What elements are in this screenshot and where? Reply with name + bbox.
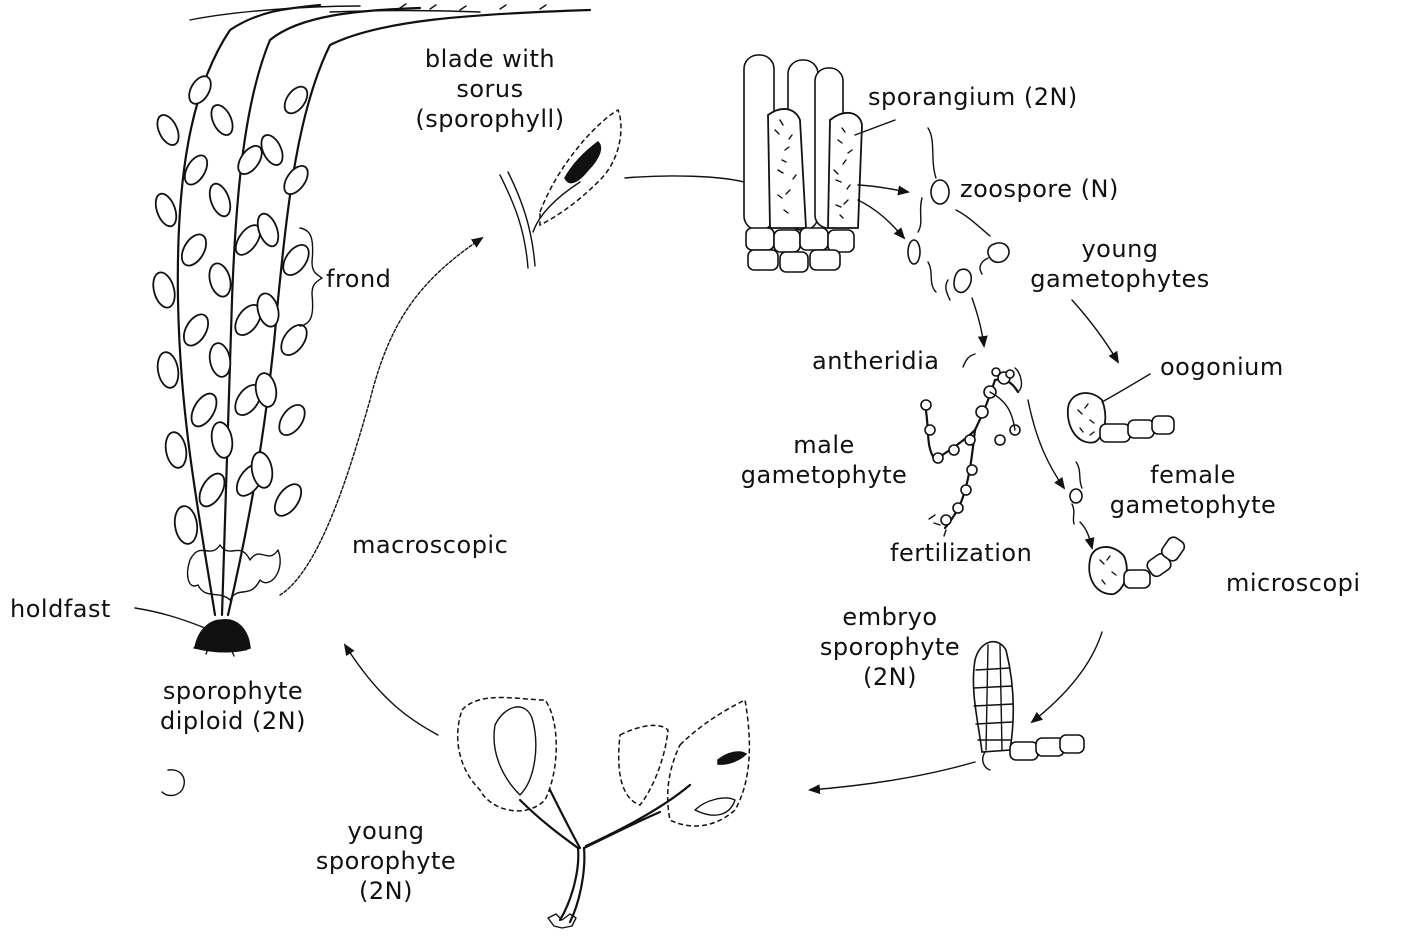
antheridia-label: antheridia <box>812 346 939 376</box>
frond-label: frond <box>326 264 391 294</box>
sporophyte-diploid-line-1: sporophyte <box>138 676 328 706</box>
holdfast-label: holdfast <box>10 594 111 624</box>
sporangium-label: sporangium (2N) <box>868 82 1078 112</box>
young-sporophyte-line-2: sporophyte <box>296 846 476 876</box>
sporophyte-diploid-label: sporophyte diploid (2N) <box>138 676 328 736</box>
young-gametophytes-label: young gametophytes <box>1010 234 1230 294</box>
blade-with-sorus-line-2: sorus <box>400 74 580 104</box>
young-sporophyte-illustration <box>458 698 750 929</box>
young-sporophyte-line-1: young <box>296 816 476 846</box>
embryo-sporophyte-label: embryo sporophyte (2N) <box>800 602 980 692</box>
oogonium-label: oogonium <box>1160 352 1284 382</box>
blade-with-sorus-line-3: (sporophyll) <box>400 104 580 134</box>
embryo-sporophyte-line-3: (2N) <box>800 662 980 692</box>
embryo-sporophyte-line-2: sporophyte <box>800 632 980 662</box>
female-gametophyte-label: female gametophyte <box>1090 460 1296 520</box>
male-gametophyte-label: male gametophyte <box>716 430 932 490</box>
sporophyte-diploid-line-2: diploid (2N) <box>138 706 328 736</box>
zoospore-label: zoospore (N) <box>960 174 1119 204</box>
fertilization-label: fertilization <box>890 538 1032 568</box>
embryo-sporophyte-line-1: embryo <box>800 602 980 632</box>
embryo-sporophyte-illustration <box>973 642 1084 770</box>
microscopic-label: microscopi <box>1226 568 1361 598</box>
blade-with-sorus-label: blade with sorus (sporophyll) <box>400 44 580 134</box>
blade-with-sorus-line-1: blade with <box>400 44 580 74</box>
female-gametophyte-line-2: gametophyte <box>1090 490 1296 520</box>
female-gametophyte-line-1: female <box>1090 460 1296 490</box>
macroscopic-label: macroscopic <box>352 530 508 560</box>
young-gametophytes-line-1: young <box>1010 234 1230 264</box>
male-gametophyte-illustration <box>921 368 1021 536</box>
young-sporophyte-label: young sporophyte (2N) <box>296 816 476 906</box>
zoospore-illustration <box>908 128 1009 300</box>
male-gametophyte-line-1: male <box>716 430 932 460</box>
young-gametophytes-line-2: gametophytes <box>1010 264 1230 294</box>
young-sporophyte-line-3: (2N) <box>296 876 476 906</box>
male-gametophyte-line-2: gametophyte <box>716 460 932 490</box>
